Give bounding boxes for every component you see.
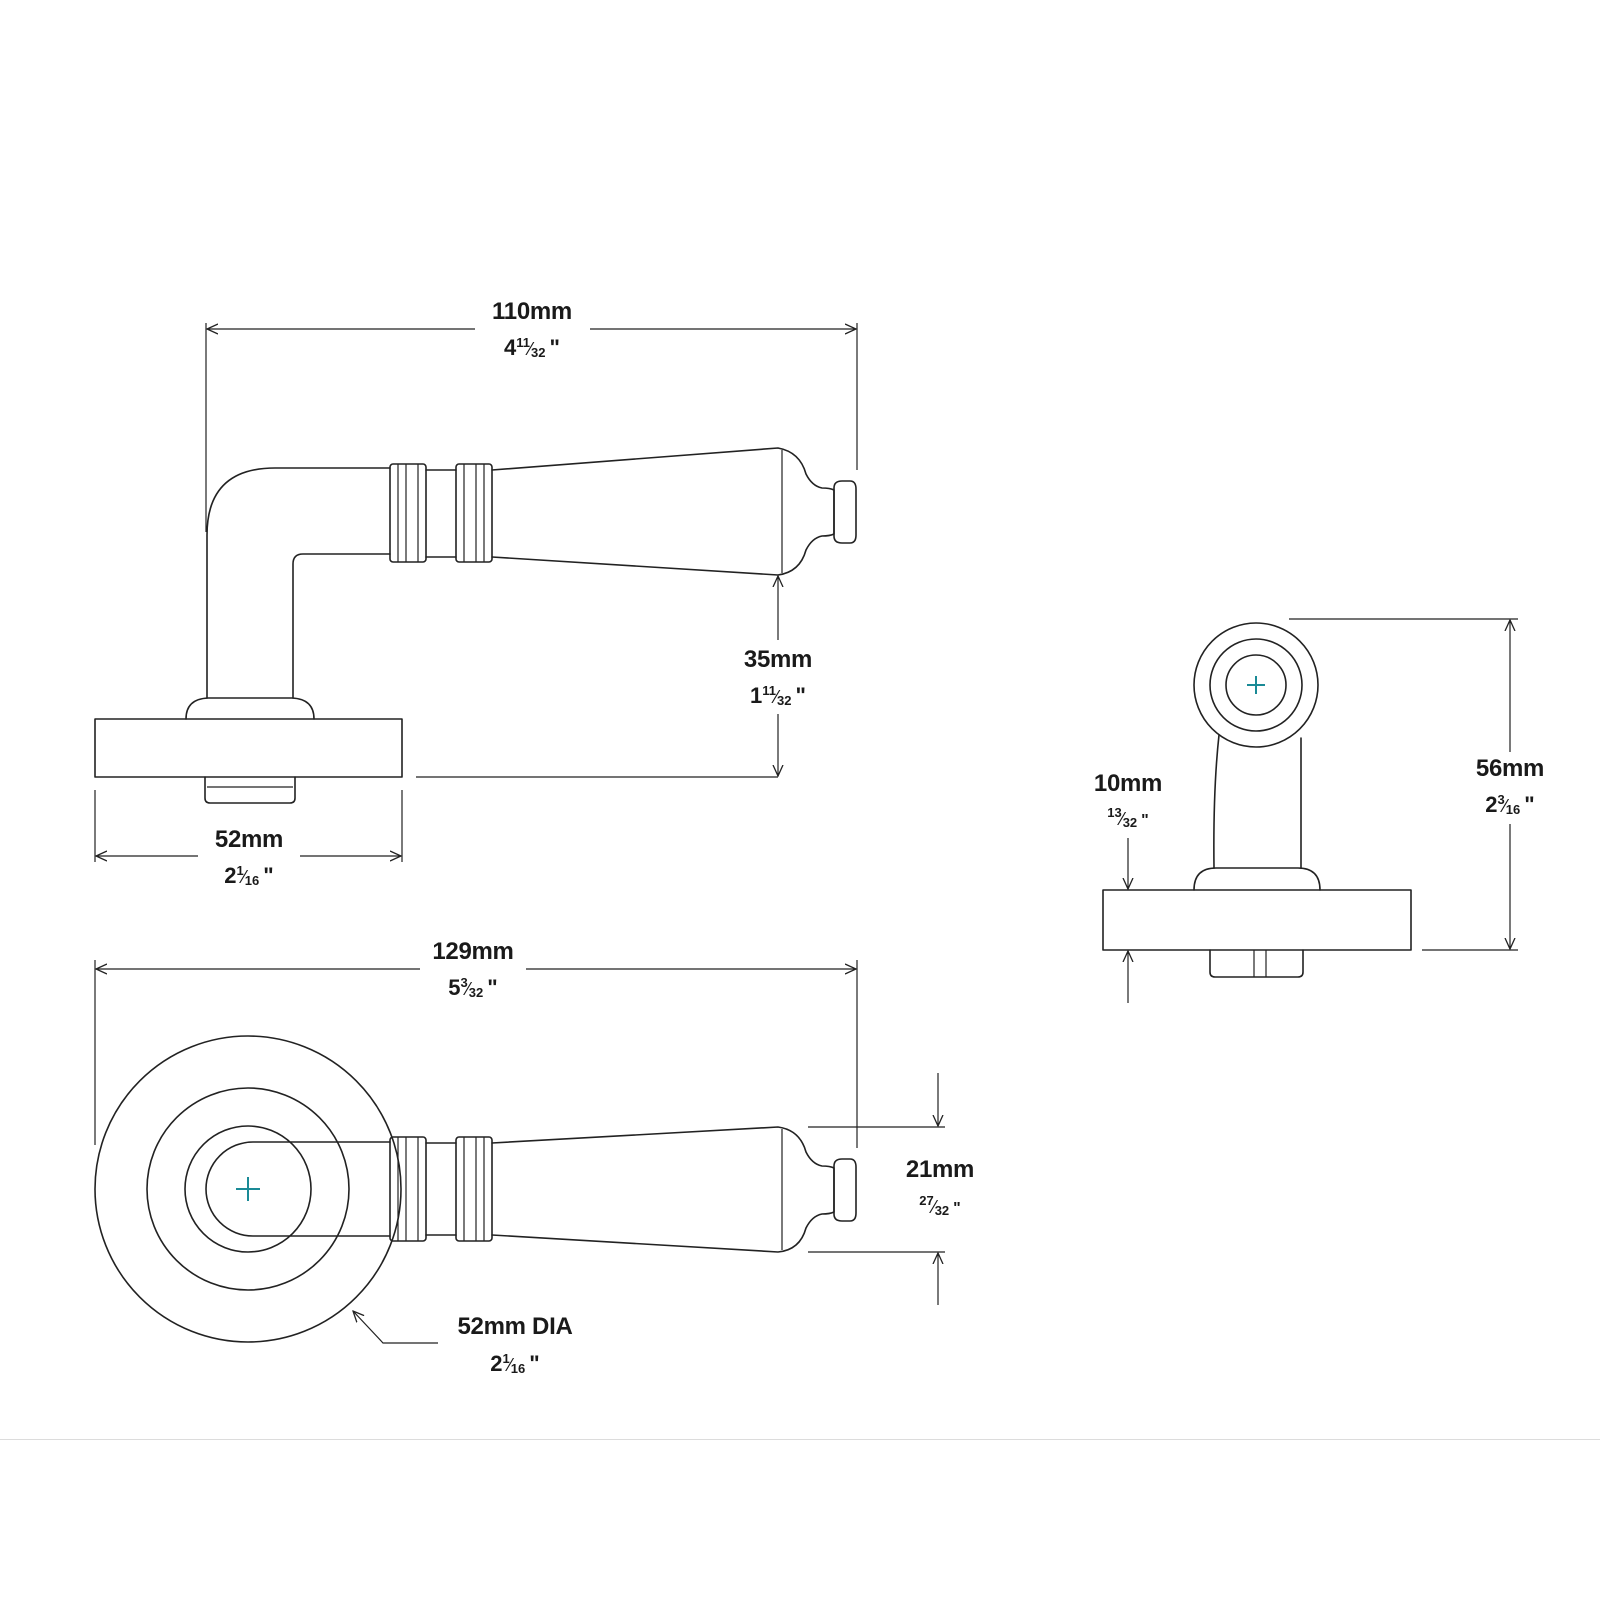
dim-label-end-overall-height-in: 23⁄16" [1485, 792, 1535, 817]
end-grip-outer [1193, 622, 1319, 748]
dim-label-end-rose-thickness-mm: 10mm [1093, 770, 1163, 797]
dim-label-side-length-mm: 110mm [492, 298, 572, 325]
front-rose-inner [146, 1087, 350, 1291]
end-dimension-lines [1128, 618, 1518, 1003]
end-collar [1193, 867, 1321, 891]
dim-label-end-rose-thickness-in: 13⁄32" [1107, 805, 1149, 830]
end-view-lever [1102, 622, 1412, 978]
side-collar [185, 697, 315, 720]
front-neck [205, 1141, 391, 1237]
end-spindle-boss [1209, 949, 1304, 978]
dim-label-end-overall-height-mm: 56mm [1475, 755, 1545, 782]
front-rose-outer [94, 1035, 402, 1343]
side-grip [491, 447, 835, 576]
front-view-lever [94, 1035, 857, 1343]
dim-label-front-rose-diameter-mm: 52mm DIA [457, 1313, 573, 1340]
dim-label-side-projection-mm: 35mm [743, 646, 813, 673]
front-rings [389, 1136, 493, 1242]
side-spindle-boss [204, 776, 296, 804]
dim-label-front-overall-length-in: 53⁄32" [448, 975, 498, 1000]
side-view-lever [94, 447, 857, 804]
side-neck [206, 467, 391, 699]
end-center-mark [1247, 676, 1265, 694]
dim-label-front-lever-width-mm: 21mm [905, 1156, 975, 1183]
dim-52-dia-leader [353, 1311, 438, 1344]
end-rose-plate [1102, 889, 1412, 951]
footer-divider [0, 1439, 1600, 1440]
side-end-cap [833, 480, 857, 544]
dim-label-side-projection-in: 111⁄32" [750, 683, 806, 708]
front-center-mark [236, 1177, 260, 1201]
dim-label-front-overall-length-mm: 129mm [432, 938, 514, 965]
side-dimension-lines [94, 323, 858, 862]
side-rose-plate [94, 718, 403, 778]
front-dimension-lines [94, 960, 945, 1344]
dim-label-front-lever-width-in: 27⁄32" [919, 1193, 961, 1218]
front-grip [491, 1126, 835, 1253]
dim-label-side-rose-width-mm: 52mm [214, 826, 284, 853]
dim-label-front-rose-diameter-in: 21⁄16" [490, 1351, 540, 1376]
front-end-cap [833, 1158, 857, 1222]
dim-label-side-length-in: 411⁄32" [504, 335, 560, 360]
side-rings [389, 463, 493, 563]
dim-label-side-rose-width-in: 21⁄16" [224, 863, 274, 888]
end-neck [1213, 734, 1220, 869]
